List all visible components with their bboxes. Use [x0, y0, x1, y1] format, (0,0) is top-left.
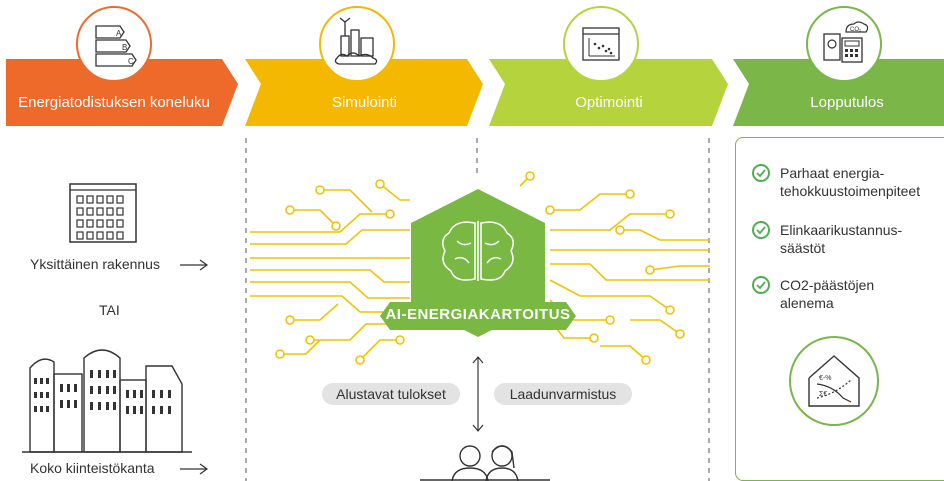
outcome-1: Parhaat energia-tehokkuustoimenpiteet — [780, 165, 921, 199]
check-icon — [752, 221, 770, 239]
check-icon — [752, 164, 770, 182]
circuit-diagram — [250, 171, 710, 365]
stage-banners — [6, 59, 944, 126]
co2-label: CO₂ — [850, 27, 862, 33]
stage-label-4: Lopputulos — [810, 94, 884, 111]
house-chart-label-bottom: Σ€ — [819, 391, 827, 398]
stage-banner-1 — [6, 59, 238, 126]
calculator-co2-icon: CO₂ — [823, 21, 869, 63]
stage-label-3: Optimointi — [575, 94, 643, 111]
stage-banner-2 — [245, 59, 483, 126]
house-savings-chart-icon: €-% Σ€ — [808, 355, 860, 407]
brain-icon — [442, 221, 514, 281]
single-building-label: Yksittäinen rakennus — [30, 256, 160, 272]
house-chart-label-top: €-% — [819, 375, 831, 382]
ai-title-banner — [380, 302, 576, 330]
scatter-chart-icon — [582, 27, 620, 61]
ai-title: AI-ENERGIAKARTOITUS — [385, 306, 571, 323]
experts-icon — [420, 445, 550, 481]
ai-hexagon — [411, 189, 545, 337]
rating-letter-c: C — [128, 57, 134, 66]
stage-icon-circle-4: CO₂ — [806, 6, 882, 82]
portfolio-label: Koko kiinteistökanta — [30, 460, 155, 476]
check-icon — [752, 276, 770, 294]
stage-banner-3 — [489, 59, 728, 126]
outcome-2: Elinkaarikustannus-säästöt — [780, 222, 903, 256]
rating-letter-b: B — [122, 43, 127, 52]
arrow-right-icon — [180, 259, 209, 271]
arrow-right-icon — [180, 463, 209, 475]
double-arrow-icon — [472, 356, 484, 432]
rating-letter-a: A — [116, 29, 122, 38]
building-portfolio-icon — [22, 349, 192, 453]
stage-label-1: Energiatodistuksen koneluku — [18, 94, 210, 111]
stage-banner-4 — [733, 59, 944, 126]
city-simulation-icon — [334, 17, 378, 65]
savings-house-circle: €-% Σ€ — [789, 336, 879, 426]
quality-assurance-pill: Laadunvarmistus — [494, 383, 632, 405]
stage-icon-circle-3 — [563, 6, 639, 82]
preliminary-results-pill: Alustavat tulokset — [322, 383, 460, 405]
stage-icon-circle-1: A B C — [76, 6, 152, 82]
dividers — [245, 138, 710, 481]
stage-label-2: Simulointi — [331, 94, 398, 111]
energy-rating-icon: A B C — [95, 25, 137, 67]
or-label: TAI — [99, 302, 120, 318]
single-building-icon — [69, 183, 137, 243]
stage-icon-circle-2 — [319, 6, 395, 82]
